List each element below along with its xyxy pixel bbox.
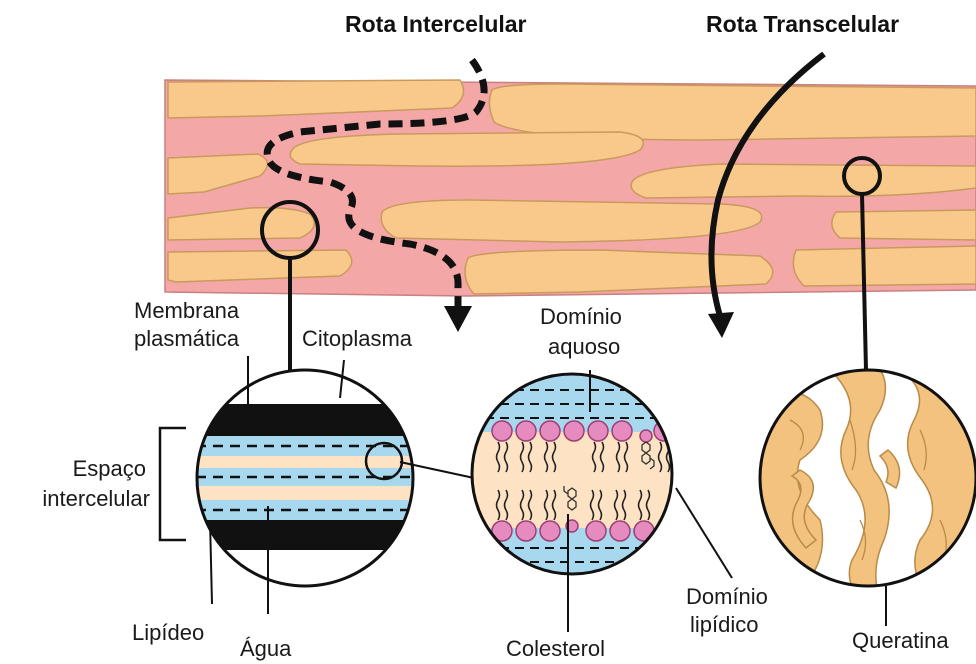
keratin-label: Queratina	[852, 628, 949, 653]
aqueous-domain-label-line2: aquoso	[548, 334, 620, 359]
transcellular-route-arrowhead	[708, 312, 734, 338]
membrane-layers-circle	[196, 370, 416, 586]
transcellular-route-title: Rota Transcelular	[706, 11, 899, 37]
intercellular-space-bracket	[160, 428, 186, 540]
water-label: Água	[240, 636, 292, 661]
cytoplasm-label: Citoplasma	[302, 326, 413, 351]
intercellular-route-title: Rota Intercelular	[345, 11, 527, 37]
membrane-label: Membrana	[134, 298, 240, 323]
lipid-label: Lipídeo	[132, 620, 204, 645]
lipid-domain-label: Domínio	[686, 584, 768, 609]
cholesterol-label: Colesterol	[506, 636, 605, 661]
intercellular-space-label: Espaço	[73, 456, 146, 481]
keratin-circle	[760, 360, 976, 600]
aqueous-domain-label: Domínio	[540, 304, 622, 329]
stratum-corneum	[165, 80, 976, 296]
intercellular-space-label-line2: intercelular	[42, 486, 150, 511]
lipid-bilayer-circle	[470, 372, 675, 580]
lipid-domain-label-line2: lipídico	[690, 612, 758, 637]
intercellular-route-arrowhead	[444, 306, 472, 332]
membrane-label-line2: plasmática	[134, 326, 240, 351]
